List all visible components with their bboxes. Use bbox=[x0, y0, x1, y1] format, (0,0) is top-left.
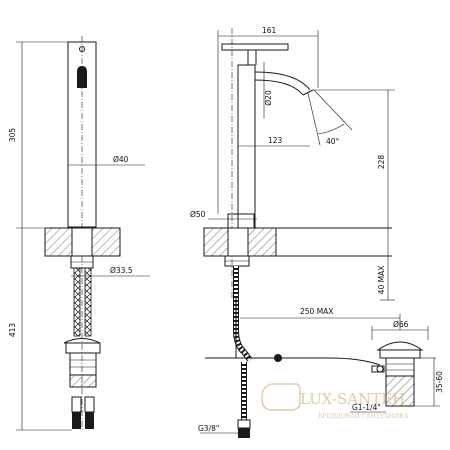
side-body bbox=[237, 64, 256, 229]
watermark-bathtub-icon bbox=[261, 383, 301, 411]
dim-40max-label: 40 MAX bbox=[377, 266, 386, 295]
waste-cap bbox=[376, 341, 424, 351]
front-hose-right bbox=[84, 267, 92, 337]
waste-flange bbox=[379, 349, 421, 359]
dim-123-label: 123 bbox=[268, 136, 283, 145]
front-screw bbox=[79, 46, 85, 52]
dim-250-label: 250 MAX bbox=[300, 307, 333, 316]
dim-35-60-label: 35-60 bbox=[435, 371, 444, 393]
watermark: LUX-SANTEH БРЕНДОВАЯ САНТЕХНИКА bbox=[261, 383, 409, 420]
front-view: 305 Ø40 Ø33.5 413 bbox=[8, 36, 150, 432]
front-countertop-hole bbox=[71, 227, 93, 257]
front-waste-thread bbox=[69, 374, 97, 388]
side-view: 161 Ø20 40° 123 228 Ø50 bbox=[190, 26, 401, 438]
waste-thread bbox=[385, 375, 415, 407]
front-waste-body bbox=[69, 352, 97, 376]
front-fitting-left bbox=[71, 396, 82, 413]
front-hose-left bbox=[73, 267, 81, 337]
side-hose bbox=[233, 266, 253, 362]
dim-413-label: 413 bbox=[8, 323, 17, 338]
dim-angle-label: 40° bbox=[326, 137, 340, 146]
dim-228-label: 228 bbox=[377, 155, 386, 170]
waste-rod-socket bbox=[371, 365, 385, 373]
dim-dia40-label: Ø40 bbox=[113, 155, 129, 164]
front-nut-left bbox=[72, 412, 81, 429]
side-inlet-fitting bbox=[237, 419, 251, 429]
front-aerator bbox=[77, 66, 87, 88]
dim-dia20-label: Ø20 bbox=[264, 90, 273, 106]
dim-g114-label: G1-1/4" bbox=[352, 403, 381, 412]
waste-detail: Ø66 35-60 G1-1/4" bbox=[350, 320, 444, 413]
dim-dia66-label: Ø66 bbox=[393, 320, 409, 329]
watermark-brand: LUX-SANTEH bbox=[300, 390, 405, 408]
watermark-tagline: БРЕНДОВАЯ САНТЕХНИКА bbox=[318, 413, 409, 420]
front-body bbox=[67, 41, 97, 228]
dim-dia50-label: Ø50 bbox=[190, 210, 206, 219]
side-spout-inner bbox=[254, 79, 304, 96]
front-fitting-right bbox=[84, 396, 95, 413]
dim-dia33-label: Ø33.5 bbox=[110, 266, 133, 275]
dim-g38-label: G3/8" bbox=[198, 424, 219, 433]
side-spout-outer bbox=[254, 71, 311, 91]
dim-305-label: 305 bbox=[8, 128, 17, 143]
front-nut-right bbox=[85, 412, 94, 429]
dim-161-label: 161 bbox=[262, 26, 277, 35]
front-waste-cap bbox=[63, 338, 101, 344]
front-waste-flange bbox=[65, 342, 101, 354]
side-lever bbox=[221, 43, 289, 51]
waste-body bbox=[385, 357, 415, 377]
